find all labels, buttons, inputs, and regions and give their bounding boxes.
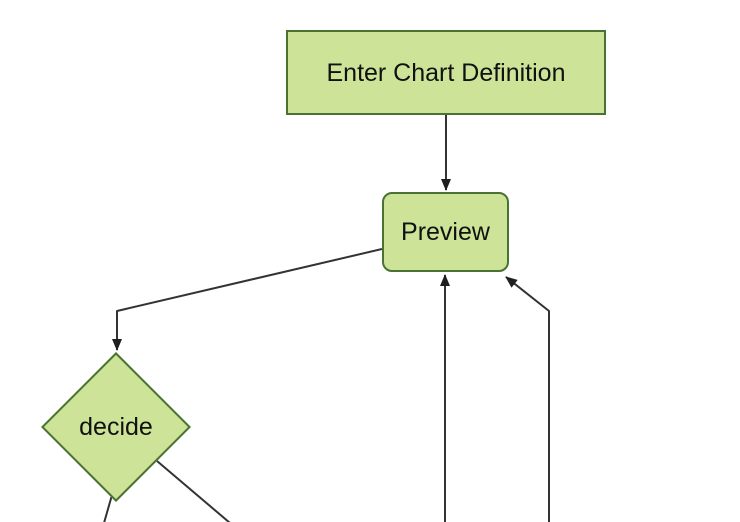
enter-chart-definition-label: Enter Chart Definition [326, 58, 566, 87]
preview-to-decide-edge [112, 248, 383, 351]
enter-chart-definition-node: Enter Chart Definition [286, 30, 606, 115]
preview-label: Preview [401, 218, 490, 246]
offscreen-bottom-to-preview-corner-edge [505, 276, 550, 522]
decide-label: decide [79, 413, 153, 441]
decide-to-offscreen-bottom-left-edge [103, 494, 113, 522]
decide-node: decide [41, 352, 191, 502]
decide-to-offscreen-bottom-right-edge [156, 460, 231, 522]
preview-node: Preview [382, 192, 509, 272]
